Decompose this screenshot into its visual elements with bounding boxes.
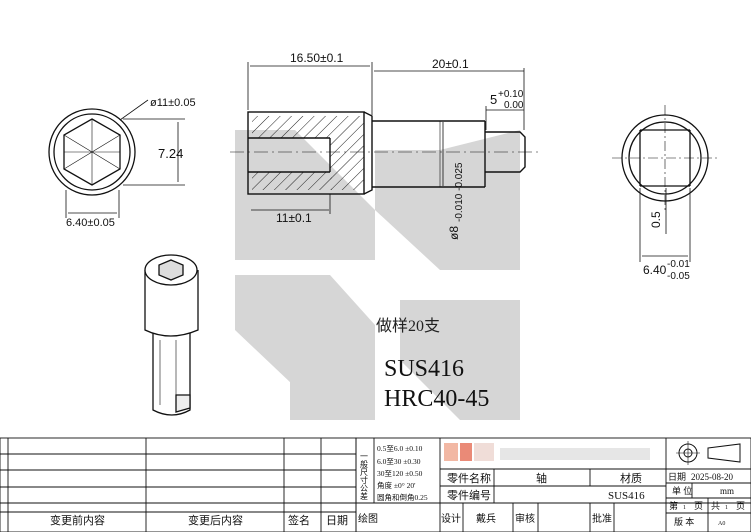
unit-value: mm (720, 486, 734, 496)
watermark-logo (235, 130, 520, 420)
tol-side-label: 一般尺寸公差 (360, 452, 369, 500)
rev-date-label: 日期 (326, 514, 348, 527)
page-suffix: 页 (694, 501, 703, 511)
design-label: 设计 (441, 512, 461, 525)
left-end-view (48, 99, 185, 218)
dim-step-upper: +0.10 (498, 89, 524, 100)
projection-symbol-icon (676, 441, 741, 465)
tol-row: 0.5至6.0 ±0.10 (377, 444, 423, 453)
total-suffix: 页 (736, 501, 745, 511)
total-num: 1 (725, 505, 728, 511)
part-name-label: 零件名称 (447, 471, 491, 485)
material-label: 材质 (620, 471, 642, 485)
material-value: SUS416 (608, 490, 645, 502)
dim-hex-height: 7.24 (158, 146, 183, 161)
drawing-label: 绘图 (358, 512, 378, 525)
approve-label: 批准 (592, 512, 612, 525)
dim-bore-depth: 11±0.1 (276, 211, 312, 225)
rev-sign-label: 签名 (288, 513, 310, 527)
date-label: 日期 (668, 472, 686, 482)
dim-step-lower: 0.00 (504, 100, 524, 111)
tol-row: 圆角和倒角0.25 (377, 492, 428, 502)
part-no-label: 零件编号 (447, 488, 491, 502)
iso-view (144, 254, 199, 416)
dim-flat-depth: 0.5 (649, 211, 663, 228)
unit-label: 单 位 (672, 485, 692, 496)
dim-head-dia: ø11±0.05 (150, 97, 196, 109)
total-label: 共 (711, 501, 720, 511)
dim-right-width-base: 6.40 (643, 263, 667, 277)
dim-step-base: 5 (490, 92, 497, 107)
dim-hex-width: 6.40±0.05 (66, 217, 115, 229)
dim-right-width-lower: -0.05 (667, 271, 690, 282)
dim-length-right: 20±0.1 (432, 57, 469, 71)
date-value: 2025-08-20 (691, 472, 733, 482)
main-section-view (230, 62, 540, 214)
right-end-view (612, 105, 718, 262)
title-block-frame (355, 437, 751, 532)
designer-name: 戴兵 (476, 512, 496, 525)
review-label: 审核 (515, 512, 535, 525)
dim-shaft-dia-tol: -0.010 -0.025 (454, 162, 465, 222)
dim-shaft-dia-base: ø8 (447, 226, 461, 240)
rev-after-label: 变更后内容 (188, 513, 243, 527)
part-name-value: 轴 (536, 471, 547, 485)
dim-length-left: 16.50±0.1 (290, 51, 344, 65)
dim-right-width-upper: -0.01 (667, 259, 690, 270)
tol-row: 30至120 ±0.50 (377, 469, 423, 478)
revision-table (0, 437, 357, 532)
page-num: 1 (683, 505, 686, 511)
version-label: 版 本 (674, 516, 694, 527)
rev-before-label: 变更前内容 (50, 513, 105, 527)
company-name-blurred (444, 443, 650, 461)
tol-row: 角度 ±0° 20' (377, 480, 416, 490)
tol-row: 6.0至30 ±0.30 (377, 457, 421, 466)
note-hardness: HRC40-45 (384, 386, 489, 412)
note-material: SUS416 (384, 356, 464, 382)
note-sample: 做样20支 (376, 317, 440, 335)
version-value: A0 (718, 521, 725, 527)
page-label: 第 (669, 500, 678, 511)
